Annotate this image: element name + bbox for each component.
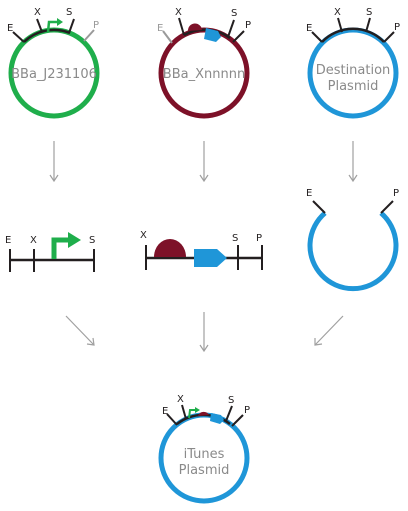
result-plasmid-name-line1: iTunes	[184, 447, 225, 462]
promoter-plasmid-backbone-arc	[23, 28, 71, 43]
down-arrow-icon	[199, 141, 209, 183]
x-site-tick	[36, 18, 43, 33]
x-site-label: X	[34, 7, 41, 18]
x-site-label: X	[177, 394, 184, 405]
s-site-label: S	[89, 235, 95, 246]
result-plasmid: E X S P iTunes Plasmid	[158, 394, 250, 504]
cds-arrow-icon	[204, 28, 221, 42]
s-site-label: S	[232, 233, 238, 244]
insert-fragment: X S P	[140, 230, 263, 270]
diagonal-arrow-icon	[65, 315, 95, 346]
p-site-label: P	[256, 233, 262, 244]
e-site-label: E	[306, 188, 312, 199]
s-site-tick	[225, 405, 233, 422]
p-site-tick	[383, 31, 395, 43]
s-site-tick	[227, 19, 235, 38]
destination-plasmid: E X S P Destination Plasmid	[306, 7, 400, 119]
p-site-label: P	[244, 405, 250, 416]
p-site-tick	[380, 200, 394, 214]
x-site-tick	[178, 17, 185, 36]
insert-plasmid-name: BBa_Xnnnnn	[163, 67, 245, 82]
promoter-fragment: E X S	[5, 232, 95, 272]
s-site-label: S	[228, 395, 234, 406]
e-site-tick	[312, 200, 326, 214]
e-site-label: E	[162, 406, 168, 417]
p-site-label: P	[393, 188, 399, 199]
open-backbone-arc	[307, 211, 399, 292]
e-site-label: E	[157, 23, 163, 34]
e-site-tick	[311, 31, 323, 43]
destination-backbone-fragment: E P	[306, 188, 399, 292]
x-site-label: X	[175, 7, 182, 18]
x-site-tick	[181, 404, 187, 420]
ligation-arrows	[65, 312, 344, 353]
digest-arrows	[49, 141, 358, 183]
promoter-arrow-icon	[188, 409, 196, 419]
e-site-tick	[166, 413, 178, 426]
down-arrow-icon	[49, 141, 59, 183]
rbs-dome-icon	[198, 411, 209, 416]
x-site-label: X	[30, 235, 37, 246]
e-site-label: E	[7, 23, 13, 34]
destination-plasmid-name-line2: Plasmid	[328, 79, 379, 94]
promoter-arrow-icon	[51, 237, 70, 259]
e-site-label: E	[5, 235, 11, 246]
down-arrow-icon	[348, 141, 358, 183]
promoter-arrowhead-icon	[68, 232, 81, 248]
promoter-arrowhead-icon	[195, 407, 200, 413]
cds-arrow-icon	[194, 249, 227, 267]
s-site-label: S	[231, 8, 237, 19]
p-site-tick	[232, 30, 245, 43]
e-site-label: E	[306, 23, 312, 34]
result-plasmid-name-line2: Plasmid	[179, 463, 230, 478]
diagonal-arrow-icon	[314, 315, 344, 346]
e-site-tick	[12, 31, 25, 43]
p-site-label: P	[245, 20, 251, 31]
e-site-tick	[162, 30, 173, 44]
x-site-tick	[337, 17, 343, 33]
s-site-label: S	[366, 7, 372, 18]
s-site-tick	[68, 18, 75, 34]
cds-arrow-icon	[210, 413, 224, 424]
x-site-label: X	[140, 230, 147, 241]
p-site-tick	[231, 414, 244, 427]
down-arrow-icon	[199, 312, 209, 353]
promoter-arrowhead-icon	[57, 18, 63, 26]
rbs-dome-icon	[187, 23, 202, 31]
destination-plasmid-backbone-arc	[321, 27, 385, 43]
s-site-label: S	[66, 7, 72, 18]
x-site-label: X	[334, 7, 341, 18]
p-site-label: P	[93, 20, 99, 31]
destination-plasmid-name-line1: Destination	[316, 63, 391, 78]
p-site-tick	[83, 29, 95, 42]
insert-plasmid: E X S P BBa_Xnnnnn	[157, 7, 251, 119]
promoter-plasmid: E X S P BBa_J231106	[7, 7, 100, 119]
promoter-arrow-icon	[46, 20, 58, 33]
s-site-tick	[365, 17, 371, 33]
rbs-dome-icon	[154, 239, 186, 257]
promoter-plasmid-name: BBa_J231106	[11, 67, 97, 82]
p-site-label: P	[394, 22, 400, 33]
